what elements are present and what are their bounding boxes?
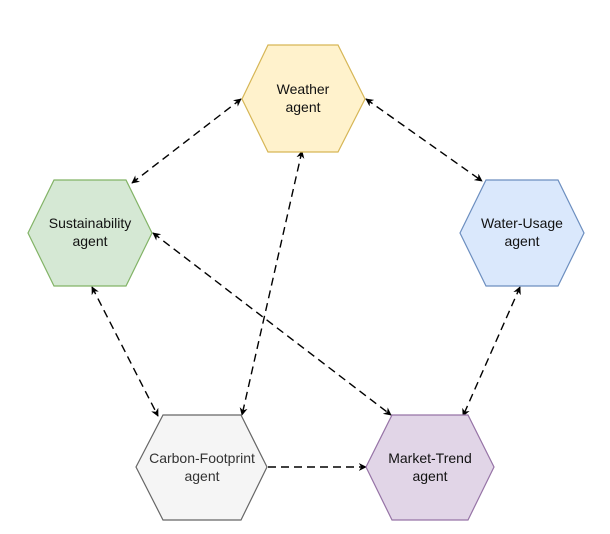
edge-sustainability-carbon-footprint bbox=[91, 286, 159, 417]
sustainability-agent-label-line1: Sustainability bbox=[49, 215, 132, 231]
carbon-footprint-agent-label-line2: agent bbox=[184, 468, 219, 484]
node-market-trend-agent[interactable]: Market-Trend agent bbox=[365, 414, 495, 521]
water-usage-agent-hexagon bbox=[459, 179, 585, 287]
carbon-footprint-agent-label-line1: Carbon-Footprint bbox=[149, 450, 255, 466]
node-weather-agent[interactable]: Weather agent bbox=[241, 44, 366, 153]
weather-agent-label-line1: Weather bbox=[277, 81, 330, 97]
sustainability-agent-hexagon bbox=[27, 179, 153, 287]
node-sustainability-agent[interactable]: Sustainability agent bbox=[27, 179, 153, 287]
sustainability-agent-label-line2: agent bbox=[72, 233, 107, 249]
carbon-footprint-agent-hexagon bbox=[135, 414, 268, 521]
edge-weather-carbon-footprint bbox=[239, 150, 305, 416]
edges-layer bbox=[91, 98, 521, 471]
weather-agent-hexagon bbox=[241, 44, 366, 153]
market-trend-agent-hexagon bbox=[365, 414, 495, 521]
edge-weather-water-usage bbox=[365, 98, 483, 182]
node-carbon-footprint-agent[interactable]: Carbon-Footprint agent bbox=[135, 414, 268, 521]
market-trend-agent-label-line1: Market-Trend bbox=[388, 450, 472, 466]
edge-sustainability-market-trend bbox=[152, 232, 392, 416]
edge-water-usage-market-trend bbox=[462, 286, 521, 417]
market-trend-agent-label-line2: agent bbox=[412, 468, 447, 484]
edge-weather-sustainability bbox=[131, 98, 242, 184]
water-usage-agent-label-line1: Water-Usage bbox=[481, 215, 563, 231]
node-water-usage-agent[interactable]: Water-Usage agent bbox=[459, 179, 585, 287]
weather-agent-label-line2: agent bbox=[285, 99, 320, 115]
water-usage-agent-label-line2: agent bbox=[504, 233, 539, 249]
